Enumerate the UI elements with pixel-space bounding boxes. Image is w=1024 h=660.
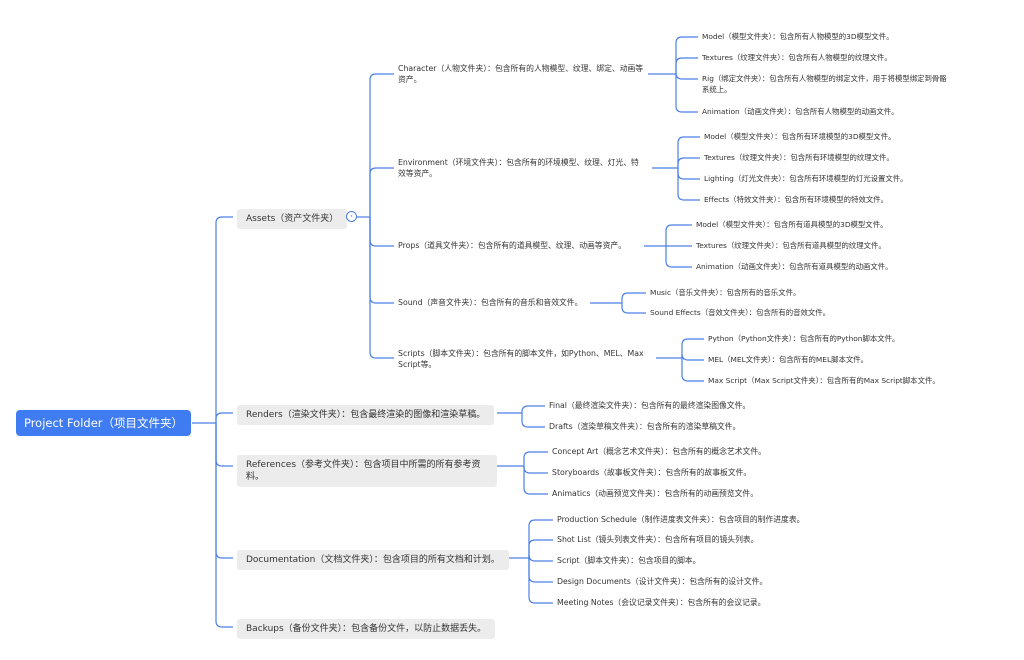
leaf-doc-shot-list[interactable]: Shot List（镜头列表文件夹）：包含所有项目的镜头列表。 bbox=[557, 535, 759, 544]
connector-edge bbox=[521, 405, 545, 413]
connector-edge bbox=[215, 423, 233, 467]
connector-edge bbox=[528, 539, 553, 558]
leaf-renders-drafts[interactable]: Drafts（渲染草稿文件夹）：包含所有的渲染草稿文件。 bbox=[549, 422, 741, 431]
leaf-references-storyboards[interactable]: Storyboards（故事板文件夹）：包含所有的故事板文件。 bbox=[552, 468, 752, 477]
branch-renders[interactable]: Renders（渲染文件夹）：包含最终渲染的图像和渲染草稿。 bbox=[237, 405, 495, 425]
connector-edge bbox=[369, 217, 394, 359]
leaf-props-textures[interactable]: Textures（纹理文件夹）：包含所有道具模型的纹理文件。 bbox=[696, 241, 886, 250]
leaf-sound-music[interactable]: Music（音乐文件夹）：包含所有的音乐文件。 bbox=[650, 288, 801, 297]
connector-edge bbox=[677, 168, 700, 201]
connector-edge bbox=[215, 216, 233, 423]
connector-edge bbox=[521, 413, 545, 428]
leaf-props-model[interactable]: Model（模型文件夹）：包含所有道具模型的3D模型文件。 bbox=[696, 220, 888, 229]
connector-edge bbox=[665, 224, 692, 246]
leaf-doc-production-schedule[interactable]: Production Schedule（制作进度表文件夹）：包含项目的制作进度表… bbox=[557, 515, 805, 524]
connector-edge bbox=[528, 558, 553, 583]
connector-edge bbox=[528, 519, 553, 558]
connector-edge bbox=[681, 353, 704, 361]
leaf-environment-effects[interactable]: Effects（特效文件夹）：包含所有环境模型的特效文件。 bbox=[704, 195, 889, 204]
leaf-sound-effects[interactable]: Sound Effects（音效文件夹）：包含所有的音效文件。 bbox=[650, 308, 831, 317]
leaf-doc-design-documents[interactable]: Design Documents（设计文件夹）：包含所有的设计文件。 bbox=[557, 577, 768, 586]
branch-references[interactable]: References（参考文件夹）：包含项目中所需的所有参考资料。 bbox=[237, 455, 497, 487]
connector-edge bbox=[528, 558, 553, 604]
leaf-references-animatics[interactable]: Animatics（动画预览文件夹）：包含所有的动画预览文件。 bbox=[552, 489, 759, 498]
subfolder-scripts[interactable]: Scripts（脚本文件夹）：包含所有的脚本文件，如Python、MEL、Max… bbox=[398, 349, 644, 369]
connector-edge bbox=[528, 554, 553, 562]
connector-edge bbox=[369, 73, 394, 217]
branch-documentation[interactable]: Documentation（文档文件夹）：包含项目的所有文档和计划。 bbox=[237, 550, 509, 570]
branch-assets[interactable]: Assets（资产文件夹） bbox=[237, 209, 348, 229]
subfolder-props[interactable]: Props（道具文件夹）：包含所有的道具模型、纹理、动画等资产。 bbox=[398, 241, 626, 250]
connector-edge bbox=[675, 57, 698, 74]
branch-backups[interactable]: Backups（备份文件夹）：包含备份文件，以防止数据丢失。 bbox=[237, 619, 496, 639]
leaf-character-animation[interactable]: Animation（动画文件夹）：包含所有人物模型的动画文件。 bbox=[702, 107, 899, 116]
connector-edge bbox=[681, 338, 704, 358]
subfolder-character[interactable]: Character（人物文件夹）：包含所有的人物模型、纹理、绑定、动画等资产。 bbox=[398, 64, 644, 84]
subfolder-environment[interactable]: Environment（环境文件夹）：包含所有的环境模型、纹理、灯光、特效等资产… bbox=[398, 158, 639, 178]
leaf-doc-meeting-notes[interactable]: Meeting Notes（会议记录文件夹）：包含所有的会议记录。 bbox=[557, 598, 766, 607]
leaf-scripts-python[interactable]: Python（Python文件夹）：包含所有的Python脚本文件。 bbox=[708, 334, 900, 343]
leaf-props-animation[interactable]: Animation（动画文件夹）：包含所有道具模型的动画文件。 bbox=[696, 262, 893, 271]
subfolder-sound[interactable]: Sound（声音文件夹）：包含所有的音乐和音效文件。 bbox=[398, 298, 583, 307]
leaf-character-textures[interactable]: Textures（纹理文件夹）：包含所有人物模型的纹理文件。 bbox=[702, 53, 892, 62]
connector-edge bbox=[523, 451, 548, 466]
leaf-doc-script[interactable]: Script（脚本文件夹）：包含项目的脚本。 bbox=[557, 556, 701, 565]
connector-edge bbox=[369, 167, 394, 217]
connector-edge bbox=[369, 217, 394, 247]
leaf-environment-textures[interactable]: Textures（纹理文件夹）：包含所有环境模型的纹理文件。 bbox=[704, 153, 894, 162]
leaf-environment-model[interactable]: Model（模型文件夹）：包含所有环境模型的3D模型文件。 bbox=[704, 132, 896, 141]
connector-edge bbox=[369, 217, 394, 304]
connector-edge bbox=[681, 358, 704, 382]
leaf-environment-lighting[interactable]: Lighting（灯光文件夹）：包含所有环境模型的灯光设置文件。 bbox=[704, 174, 908, 183]
connector-edge bbox=[675, 36, 698, 74]
connector-edge bbox=[215, 412, 233, 423]
connector-edge bbox=[215, 423, 233, 628]
connector-edge bbox=[215, 423, 233, 559]
connector-edge bbox=[675, 72, 698, 80]
leaf-character-model[interactable]: Model（模型文件夹）：包含所有人物模型的3D模型文件。 bbox=[702, 32, 894, 41]
leaf-references-concept-art[interactable]: Concept Art（概念艺术文件夹）：包含所有的概念艺术文件。 bbox=[552, 447, 766, 456]
connector-edge bbox=[677, 168, 700, 180]
leaf-character-rig[interactable]: Rig（绑定文件夹）：包含所有人物模型的绑定文件，用于将模型绑定到骨骼系统上。 bbox=[702, 74, 947, 94]
chevron-left-icon[interactable]: ‹ bbox=[346, 211, 357, 222]
connector-edge bbox=[523, 466, 548, 495]
leaf-renders-final[interactable]: Final（最终渲染文件夹）：包含所有的最终渲染图像文件。 bbox=[549, 401, 751, 410]
connector-edge bbox=[675, 74, 698, 113]
connector-edge bbox=[665, 246, 692, 268]
leaf-scripts-maxscript[interactable]: Max Script（Max Script文件夹）：包含所有的Max Scrip… bbox=[708, 376, 940, 385]
connector-edge bbox=[621, 303, 646, 314]
connector-edge bbox=[523, 466, 548, 474]
leaf-scripts-mel[interactable]: MEL（MEL文件夹）：包含所有的MEL脚本文件。 bbox=[708, 355, 869, 364]
connector-edge bbox=[621, 292, 646, 303]
connector-edge bbox=[677, 136, 700, 168]
connector-edge bbox=[677, 157, 700, 168]
root-node[interactable]: Project Folder（项目文件夹） bbox=[16, 410, 191, 436]
